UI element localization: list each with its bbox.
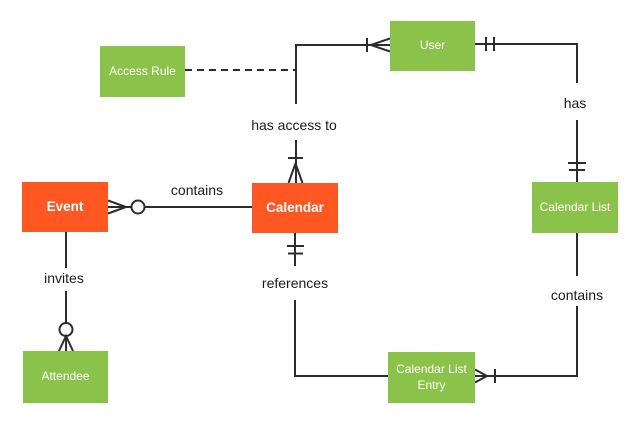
connector-path [474, 43, 578, 182]
cardinality-one-or-many-marker [366, 37, 391, 53]
cardinality-one-or-many-marker [287, 157, 304, 184]
cardinality-one-or-many-marker [474, 368, 496, 384]
cardinality-crow-foot-marker [58, 333, 74, 352]
connector-contains-event [107, 199, 252, 215]
relationship-label-contains-list: contains [548, 287, 606, 303]
entity-access-rule: Access Rule [100, 46, 185, 97]
connector-references [287, 232, 388, 377]
entity-calendar: Calendar [252, 183, 338, 233]
cardinality-one-and-only-one-marker [287, 245, 304, 255]
cardinality-zero-marker [130, 199, 146, 215]
relationship-label-has: has [561, 95, 589, 111]
cardinality-one-and-only-one-marker [485, 37, 495, 51]
connector-path [295, 44, 390, 183]
connector-has [474, 37, 586, 182]
connector-path [294, 232, 388, 377]
connector-path [475, 233, 578, 377]
relationship-label-has-access-to: has access to [249, 117, 339, 133]
entity-calendar-list: Calendar List [532, 182, 618, 233]
relationship-label-contains-event: contains [168, 182, 226, 198]
entity-calendar-list-entry: Calendar List Entry [388, 352, 475, 403]
entity-attendee: Attendee [23, 351, 108, 403]
cardinality-one-and-only-one-marker [568, 162, 586, 171]
cardinality-crow-foot-marker [107, 199, 129, 215]
connector-has-access-to [287, 37, 391, 184]
relationship-label-invites: invites [42, 270, 86, 286]
connector-contains-list [474, 233, 578, 384]
entity-user: User [390, 21, 475, 71]
relationship-label-references: references [259, 275, 331, 291]
connector-invites [58, 232, 74, 352]
entity-event: Event [22, 182, 108, 232]
